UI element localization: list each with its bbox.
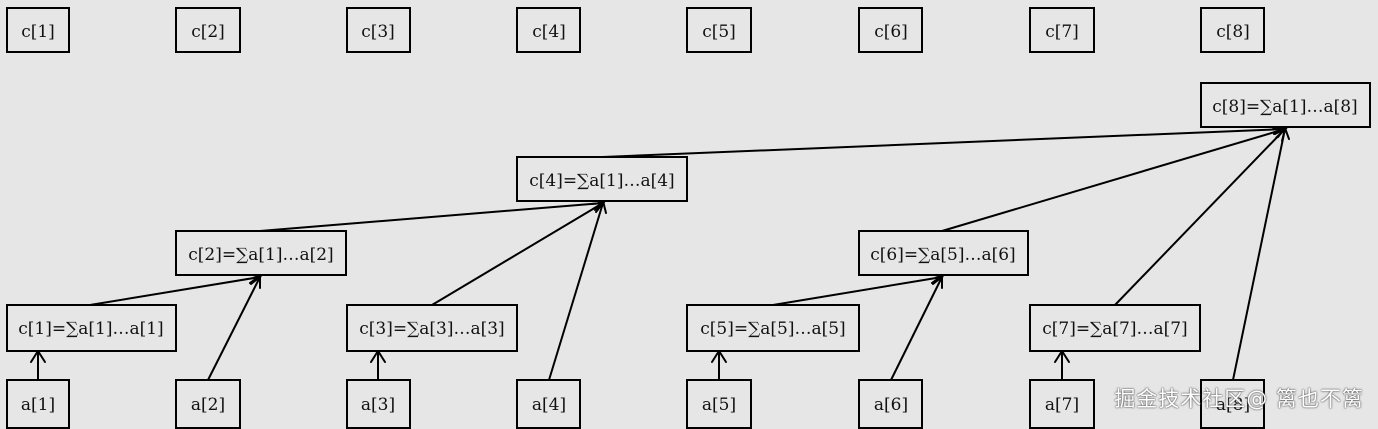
tree-node-c2-label: c[2]=∑a[1]…a[2] (188, 245, 333, 265)
tree-node-c3-box (346, 304, 518, 352)
tree-node-c8-box (1200, 82, 1371, 128)
tree-nodes: c[8]=∑a[1]…a[8] c[4]=∑a[1]…a[4] c[2]=∑a[… (6, 82, 1371, 352)
top-row: c[1] c[2] c[3] c[4] c[5] c[6] c[7] c[8] (6, 7, 1265, 53)
leaf-a2-box (175, 379, 241, 429)
top-node-c4-label: c[4] (532, 22, 566, 42)
leaf-a1-box (6, 379, 70, 429)
leaf-a4-box (516, 379, 581, 429)
tree-node-c1-box (6, 304, 177, 352)
bottom-row: a[1] a[2] a[3] a[4] a[5] a[6] a[7] a[8] (6, 379, 1265, 429)
leaf-a8-label: a[8] (1216, 395, 1250, 415)
top-node-c2-box (175, 7, 241, 53)
tree-node-c1-label: c[1]=∑a[1]…a[1] (18, 319, 163, 339)
top-node-c3-label: c[3] (361, 22, 395, 42)
edge-c5-c6 (772, 276, 943, 306)
edge-c3-c4 (431, 202, 604, 306)
watermark: 掘金技术社区@ 篱也不篱 (1114, 387, 1364, 411)
leaf-a3-label: a[3] (361, 395, 395, 415)
top-node-c6-label: c[6] (874, 22, 908, 42)
tree-node-c3-label: c[3]=∑a[3]…a[3] (359, 319, 504, 339)
top-node-c1-label: c[1] (21, 22, 55, 42)
edge-c2-c4 (259, 202, 604, 232)
top-node-c1-box (6, 7, 70, 53)
tree-node-c7-label: c[7]=∑a[7]…a[7] (1042, 319, 1187, 339)
edge-a4-c4 (548, 202, 604, 381)
tree-node-c8-label: c[8]=∑a[1]…a[8] (1212, 97, 1357, 117)
leaf-a5-box (686, 379, 752, 429)
top-node-c5-box (686, 7, 752, 53)
top-node-c5-label: c[5] (702, 22, 736, 42)
leaf-a5-label: a[5] (702, 395, 736, 415)
edge-c1-c2 (89, 276, 261, 306)
edges (30, 124, 1290, 381)
leaf-a8-box (1200, 379, 1265, 429)
tree-node-c6-label: c[6]=∑a[5]…a[6] (870, 245, 1015, 265)
top-node-c8-box (1200, 7, 1265, 53)
leaf-a3-box (346, 379, 411, 429)
tree-node-c4-label: c[4]=∑a[1]…a[4] (529, 171, 674, 191)
leaf-a7-box (1029, 379, 1095, 429)
edge-c6-c8 (941, 128, 1286, 232)
top-node-c4-box (516, 7, 581, 53)
leaf-a4-label: a[4] (532, 395, 566, 415)
leaf-a6-label: a[6] (874, 395, 908, 415)
leaf-a2-label: a[2] (191, 395, 225, 415)
top-node-c2-label: c[2] (191, 22, 225, 42)
edge-c4-c8 (602, 128, 1286, 158)
top-node-c7-box (1029, 7, 1095, 53)
leaf-a7-label: a[7] (1045, 395, 1079, 415)
top-node-c6-box (858, 7, 923, 53)
edge-a2-c2 (207, 276, 261, 381)
arrowhead-c8-from-c7 (1274, 127, 1287, 142)
tree-node-c4-box (516, 156, 688, 202)
tree-node-c7-box (1029, 304, 1201, 352)
tree-node-c5-box (686, 304, 860, 352)
tree-node-c2-box (175, 230, 347, 276)
edge-a8-c8 (1232, 128, 1286, 381)
leaf-a1-label: a[1] (21, 395, 55, 415)
edge-c7-c8 (1114, 128, 1286, 306)
tree-node-c6-box (858, 230, 1029, 276)
tree-node-c5-label: c[5]=∑a[5]…a[5] (700, 319, 845, 339)
top-node-c7-label: c[7] (1045, 22, 1079, 42)
arrowhead-c4-from-c3 (590, 201, 606, 213)
leaf-a6-box (858, 379, 923, 429)
top-node-c8-label: c[8] (1216, 22, 1250, 42)
edge-a6-c6 (890, 276, 943, 381)
top-node-c3-box (346, 7, 411, 53)
